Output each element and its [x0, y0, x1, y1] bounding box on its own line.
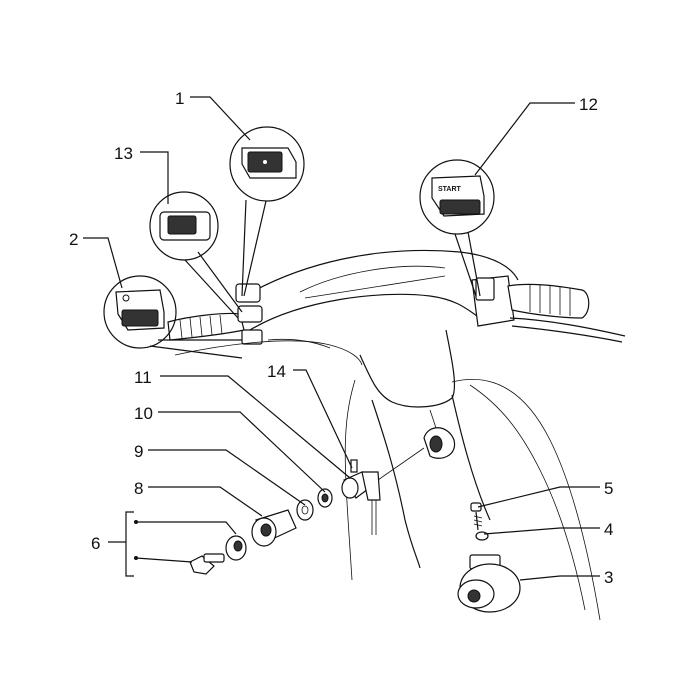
callout-1: 1 [175, 89, 184, 108]
callout-3: 3 [604, 568, 613, 587]
ignition-lock-parts [189, 427, 521, 613]
callout-9: 9 [134, 442, 143, 461]
callout-4: 4 [604, 520, 613, 539]
callout-labels: 1 2 3 4 5 6 8 9 10 11 12 13 14 [69, 89, 613, 587]
start-button-label: START [438, 186, 462, 193]
detail-switch-2 [103, 275, 243, 359]
detail-switch-1 [229, 126, 305, 297]
callout-10: 10 [134, 404, 153, 423]
callout-6: 6 [91, 534, 100, 553]
callout-13: 13 [114, 144, 133, 163]
handlebar-assembly [167, 249, 626, 621]
callout-11: 11 [134, 368, 152, 387]
leader-lines [83, 96, 600, 581]
detail-switch-13 [149, 191, 243, 319]
callout-8: 8 [134, 479, 143, 498]
detail-start-button-12: START [419, 159, 495, 297]
callout-2: 2 [69, 230, 78, 249]
callout-12: 12 [579, 95, 598, 114]
callout-14: 14 [267, 362, 286, 381]
callout-5: 5 [604, 479, 613, 498]
key-icon [189, 555, 215, 575]
